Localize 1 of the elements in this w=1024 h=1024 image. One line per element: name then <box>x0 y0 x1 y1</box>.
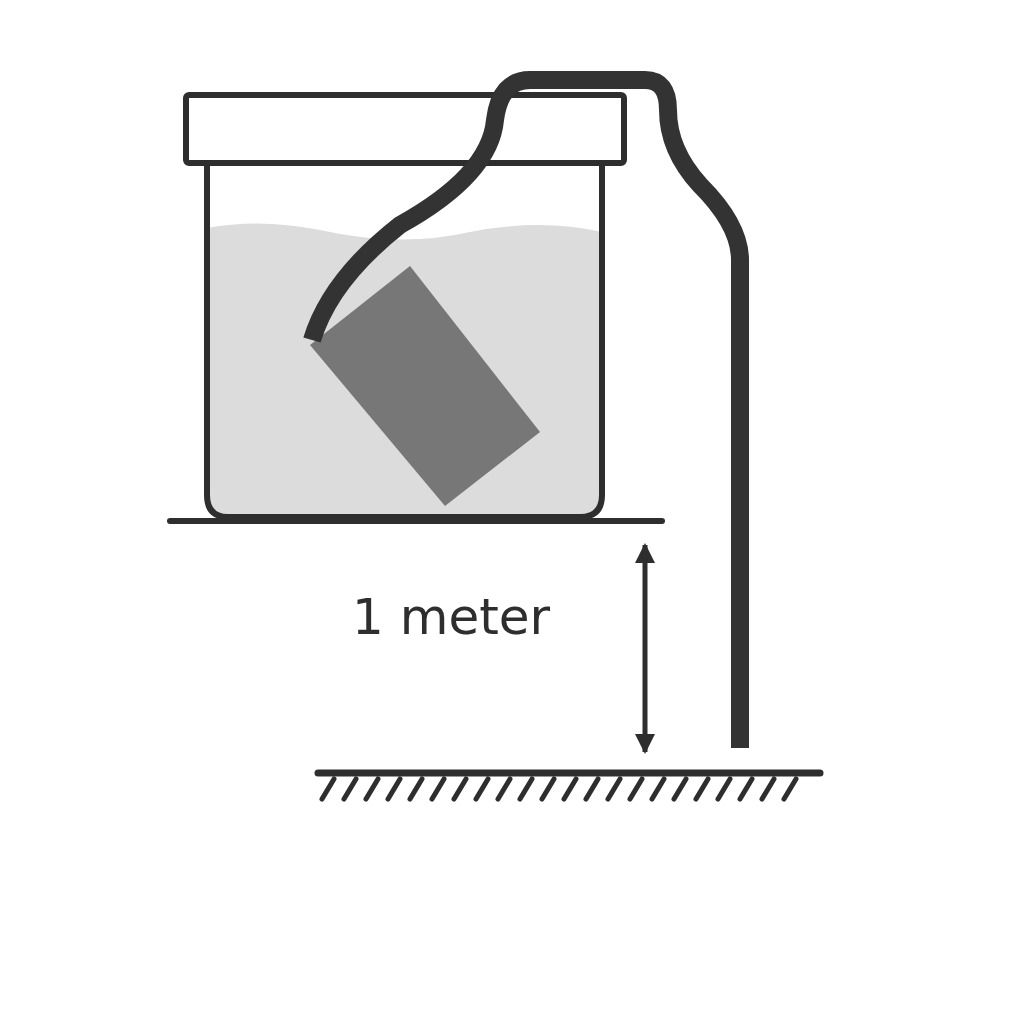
dimension-label: 1 meter <box>352 588 551 646</box>
